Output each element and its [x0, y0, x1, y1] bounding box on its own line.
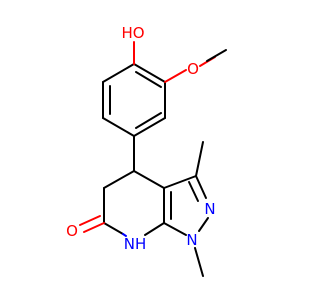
- bond-n1-c7a: [163, 222, 187, 236]
- bond-c6-n7: [103, 222, 124, 235]
- hydroxyl-label: HO: [121, 24, 144, 42]
- bond-c3-n2-inner: [188, 181, 199, 202]
- pyrazolopyridinone-core: [79, 141, 209, 277]
- molecule-structure: HO O N N NH O: [66, 24, 227, 277]
- bond-c2-o-methoxy: [164, 69, 187, 83]
- bond-n7-c7a: [144, 222, 165, 236]
- bond-c6-o-inner: [79, 215, 101, 226]
- bond-c3-c4-inner: [135, 112, 162, 129]
- bond-c1-c2: [133, 63, 166, 83]
- bond-c3-c4: [133, 117, 166, 137]
- carbonyl-oxygen-label: O: [66, 222, 78, 240]
- pyrazole-n1-label: N: [186, 231, 197, 249]
- n1-methyl: [194, 247, 204, 277]
- methoxy-oxygen-label: O: [187, 60, 199, 78]
- bond-n2-n1: [198, 217, 209, 232]
- lactam-nh-label: NH: [124, 235, 147, 253]
- c3-methyl: [195, 141, 204, 177]
- bond-c3-n2: [195, 175, 207, 199]
- bond-c6-c1: [102, 63, 135, 83]
- phenol-ring: [102, 63, 166, 137]
- methoxy-methyl: [206, 49, 227, 62]
- bond-n7-segment: [122, 233, 127, 237]
- bond-c4-c3a: [133, 170, 165, 189]
- bond-c4-c5: [102, 117, 135, 137]
- bond-c4-c5: [103, 170, 135, 189]
- bond-c1-c2-inner: [135, 71, 162, 88]
- bond-c6-o: [83, 222, 105, 233]
- pyrazole-n2-label: N: [204, 200, 215, 218]
- bond-c3a-c3: [163, 175, 197, 189]
